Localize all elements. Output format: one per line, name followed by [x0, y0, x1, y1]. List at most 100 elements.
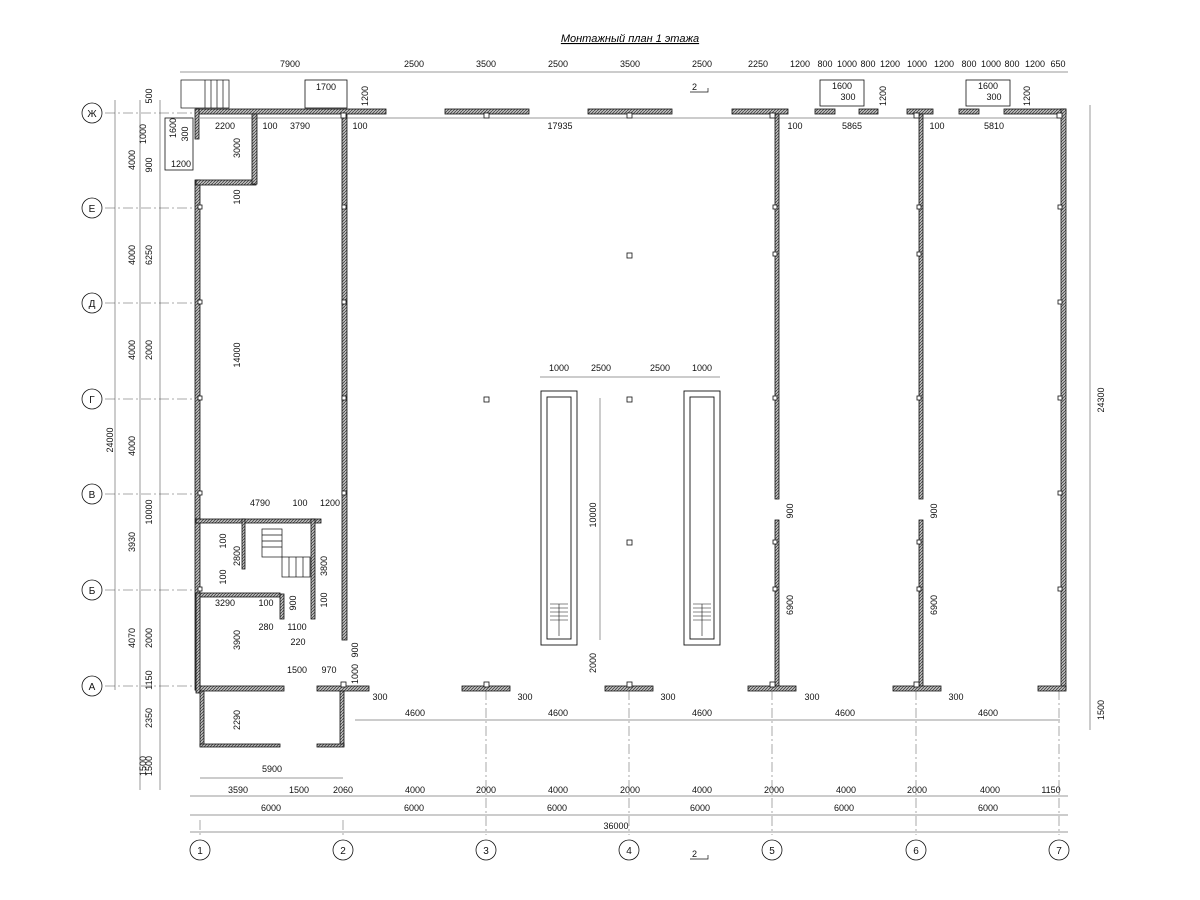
corner-room: [164, 79, 1011, 171]
dim-label: 2350: [144, 708, 154, 728]
dim-label: 4000: [980, 785, 1000, 795]
dim-label: 2500: [591, 363, 611, 373]
dim-label: 220: [290, 637, 305, 647]
dims-bottom-row-2: 6000 6000 6000 6000 6000 6000: [261, 803, 998, 813]
axis-marker: 4: [618, 839, 640, 861]
dim-label: 1000: [138, 124, 148, 144]
dim-label: 800: [860, 59, 875, 69]
dim-label: 100: [319, 592, 329, 607]
dim-label: 500: [144, 88, 154, 103]
dim-label: 6900: [929, 595, 939, 615]
dim-label: 3800: [319, 556, 329, 576]
dim-label: 1000: [907, 59, 927, 69]
dim-label: 300: [660, 692, 675, 702]
axis-marker: 7: [1048, 839, 1070, 861]
dim-label: 24000: [105, 427, 115, 452]
dim-label: 1200: [880, 59, 900, 69]
dim-label: 10000: [588, 502, 598, 527]
dim-label: 36000: [603, 821, 628, 831]
dim-label: 2000: [907, 785, 927, 795]
dim-label: 2060: [333, 785, 353, 795]
dims-left-inner: 500 6250 2000 10000 2000 1150 1500 900 1…: [138, 88, 154, 776]
dim-label: 100: [258, 598, 273, 608]
dim-label: 1150: [144, 670, 154, 689]
axis-marker: Г: [81, 388, 103, 410]
dim-label: 1200: [790, 59, 810, 69]
dim-label: 970: [321, 665, 336, 675]
dim-label: 4070: [127, 628, 137, 648]
svg-text:2: 2: [692, 849, 697, 859]
dims-top-small: 1200 1200 1200: [360, 86, 1032, 106]
stairs: [180, 79, 311, 578]
dim-label: 3590: [228, 785, 248, 795]
dim-label: 2250: [748, 59, 768, 69]
dim-label: 3900: [232, 630, 242, 650]
dim-label: 1700: [316, 82, 336, 92]
svg-text:Д: Д: [89, 299, 96, 310]
dim-label: 2000: [588, 653, 598, 673]
dim-label: 1200: [360, 86, 370, 106]
axis-marker: 1: [189, 839, 211, 861]
dim-label: 800: [817, 59, 832, 69]
svg-text:2: 2: [692, 82, 697, 92]
dims-bottom-row-1: 3590 1500 2060 4000 2000 4000 2000 4000 …: [228, 785, 1061, 795]
dim-label: 100: [292, 498, 307, 508]
dim-label: 2000: [144, 340, 154, 360]
dim-label: 800: [1004, 59, 1019, 69]
column-markers: [197, 112, 1063, 688]
dim-label: 900: [144, 157, 154, 172]
drawing-title: Монтажный план 1 этажа: [561, 33, 699, 45]
axis-marker: Ж: [81, 102, 103, 124]
dim-label: 6000: [834, 803, 854, 813]
axis-marker: Е: [81, 197, 103, 219]
svg-text:2: 2: [340, 846, 346, 857]
axis-grid: [105, 112, 1060, 835]
dim-label: 1200: [878, 86, 888, 106]
dim-label: 2000: [144, 628, 154, 648]
dim-label: 300: [986, 92, 1001, 102]
dim-label: 24300: [1096, 387, 1106, 412]
svg-text:Ж: Ж: [87, 109, 97, 120]
dim-label: 3500: [620, 59, 640, 69]
dim-label: 14000: [232, 342, 242, 367]
dim-label: 17935: [547, 121, 572, 131]
dim-label: 1200: [1025, 59, 1045, 69]
dim-label: 4790: [250, 498, 270, 508]
dim-label: 2000: [620, 785, 640, 795]
dim-label: 10000: [144, 499, 154, 524]
dim-label: 100: [352, 121, 367, 131]
dim-label: 300: [948, 692, 963, 702]
dim-label: 4000: [127, 436, 137, 456]
dim-label: 900: [785, 503, 795, 518]
dim-label: 2290: [232, 710, 242, 730]
dim-label: 1000: [692, 363, 712, 373]
dim-label: 1000: [549, 363, 569, 373]
dims-interior-main: 1000 2500 2500 1000 10000 2000 900 6900 …: [549, 363, 939, 673]
svg-text:4: 4: [626, 846, 632, 857]
dim-label: 1600: [832, 81, 852, 91]
dim-label: 1150: [1041, 785, 1060, 795]
dim-label: 1100: [287, 622, 306, 632]
axis-marker: А: [81, 675, 103, 697]
dims-interior-left: 100 14000 4790 100 1200 100 2800 100 380…: [215, 189, 360, 774]
dim-label: 3790: [290, 121, 310, 131]
dim-label: 6900: [785, 595, 795, 615]
dim-label: 100: [929, 121, 944, 131]
dim-label: 1500: [289, 785, 309, 795]
dim-label: 4000: [548, 785, 568, 795]
svg-text:6: 6: [913, 846, 919, 857]
vertical-axis-markers: 1 2 3 4 5 6 7: [189, 839, 1070, 861]
dim-label: 900: [288, 595, 298, 610]
svg-text:5: 5: [769, 846, 775, 857]
axis-marker: 5: [761, 839, 783, 861]
dim-label: 3290: [215, 598, 235, 608]
dim-label: 2000: [764, 785, 784, 795]
dim-label: 2500: [650, 363, 670, 373]
dim-label: 900: [350, 642, 360, 657]
dim-label: 6000: [404, 803, 424, 813]
axis-marker: 2: [332, 839, 354, 861]
dim-label: 2000: [476, 785, 496, 795]
dim-label: 1500: [287, 665, 307, 675]
dims-top-windows: 1700 1600 300 1600 300: [316, 81, 1002, 102]
dim-label: 4000: [405, 785, 425, 795]
